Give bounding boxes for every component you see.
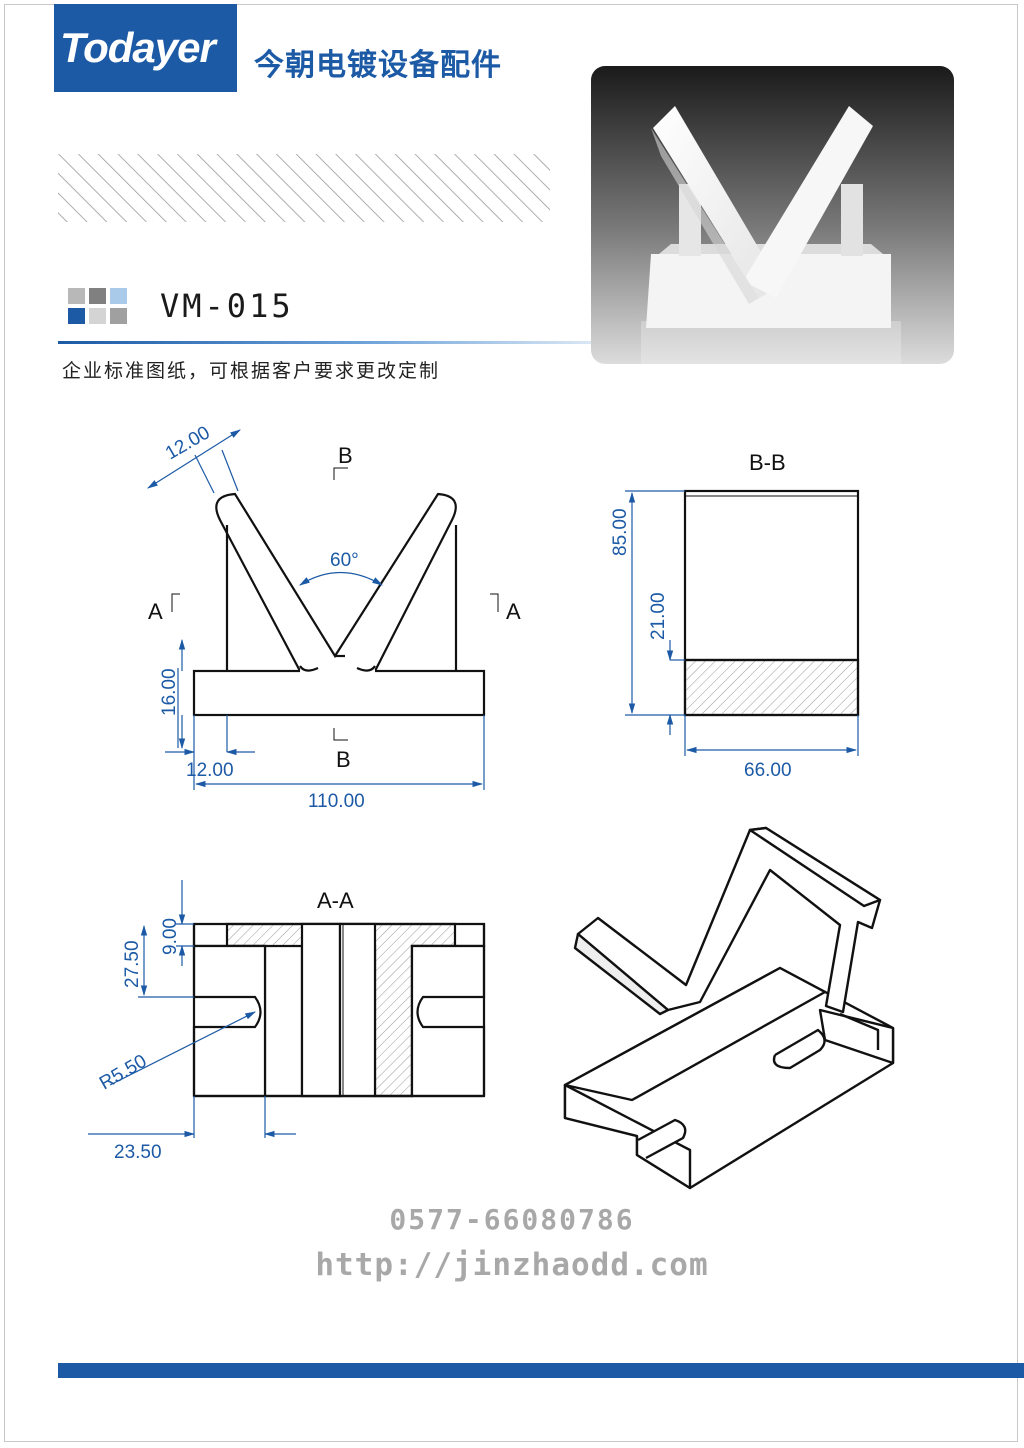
dim-overall-width: 110.00 bbox=[308, 791, 365, 812]
front-view-dims bbox=[147, 429, 485, 790]
dim-section-offset: 23.50 bbox=[114, 1142, 162, 1163]
dim-side-base: 21.00 bbox=[648, 592, 669, 640]
section-label-a-right: A bbox=[506, 599, 521, 624]
section-view bbox=[192, 922, 486, 1098]
model-number: VM-015 bbox=[160, 287, 294, 325]
side-view bbox=[683, 489, 860, 717]
front-view bbox=[192, 492, 486, 717]
footer-bar bbox=[58, 1363, 1024, 1378]
isometric-view bbox=[563, 826, 895, 1190]
dim-leg-offset: 12.00 bbox=[186, 760, 234, 781]
logo: Todayer bbox=[60, 24, 216, 71]
title-underline bbox=[58, 341, 598, 344]
section-label-b-top: B bbox=[338, 443, 353, 468]
dim-tip-width: 12.00 bbox=[162, 422, 214, 464]
dim-base-height: 16.00 bbox=[159, 668, 180, 716]
section-label-b-bottom: B bbox=[336, 747, 351, 772]
product-photo bbox=[591, 66, 954, 364]
page-border bbox=[4, 4, 1018, 1442]
dim-section-top: 9.00 bbox=[160, 918, 181, 955]
logo-box bbox=[54, 4, 237, 92]
hatch-decoration bbox=[58, 154, 550, 222]
side-view-title: B-B bbox=[749, 450, 786, 475]
dim-section-radius: R5.50 bbox=[96, 1051, 150, 1095]
contact-website[interactable]: http://jinzhaodd.com bbox=[315, 1247, 709, 1283]
section-view-title: A-A bbox=[317, 888, 354, 913]
dim-side-height: 85.00 bbox=[610, 508, 631, 556]
contact-phone: 0577-66080786 bbox=[389, 1203, 635, 1236]
subtitle: 企业标准图纸，可根据客户要求更改定制 bbox=[62, 360, 441, 382]
dim-side-width: 66.00 bbox=[744, 760, 792, 781]
section-label-a-left: A bbox=[148, 599, 163, 624]
dim-angle: 60° bbox=[330, 550, 359, 571]
brand-name: 今朝电镀设备配件 bbox=[254, 48, 502, 83]
dim-section-slot: 27.50 bbox=[122, 940, 143, 988]
